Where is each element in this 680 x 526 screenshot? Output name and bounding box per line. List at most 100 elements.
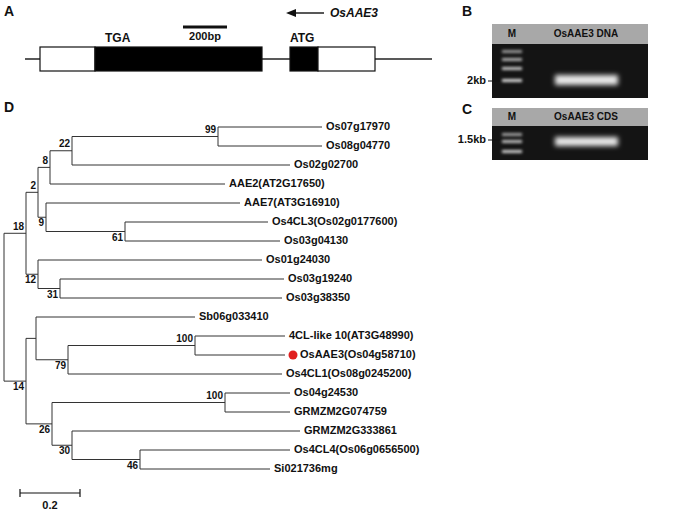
bootstrap-value: 2 xyxy=(30,181,36,192)
bootstrap-value: 22 xyxy=(59,139,70,150)
highlight-dot xyxy=(289,351,298,360)
lane-label: M xyxy=(508,112,516,123)
tree-branch xyxy=(72,165,290,166)
tree-branch xyxy=(60,298,282,299)
leaf-label: Os04g24530 xyxy=(294,387,358,399)
codon-label: ATG xyxy=(290,32,314,45)
utr-box xyxy=(40,47,95,71)
tree-branch xyxy=(26,338,36,339)
bootstrap-value: 26 xyxy=(39,425,50,436)
tree-branch xyxy=(46,203,240,204)
bootstrap-value: 18 xyxy=(13,222,24,233)
tree-branch xyxy=(38,167,50,168)
size-marker: 2kb xyxy=(467,75,486,87)
direction-arrow xyxy=(294,12,324,13)
tree-branch xyxy=(140,469,270,470)
leaf-label: GRMZM2G333861 xyxy=(304,425,397,437)
leaf-label: OsAAE3(Os04g58710) xyxy=(300,349,416,361)
lane-label: OsAAE3 DNA xyxy=(554,29,618,40)
tree-branch xyxy=(50,184,225,185)
utr-box xyxy=(318,47,375,71)
tree-branch xyxy=(50,150,72,151)
leaf-label: Os4CL1(Os08g0245200) xyxy=(286,368,411,380)
panel-letter: A xyxy=(4,4,14,19)
bootstrap-value: 100 xyxy=(176,334,193,345)
codon-label: TGA xyxy=(105,32,130,45)
tree-branch xyxy=(4,233,5,381)
tree-branch xyxy=(60,279,284,280)
bootstrap-value: 14 xyxy=(13,382,24,393)
tree-branch xyxy=(38,260,262,261)
leaf-label: Os03g38350 xyxy=(286,292,350,304)
tree-branch xyxy=(26,192,38,193)
bootstrap-value: 99 xyxy=(205,125,216,136)
leaf-label: Os02g02700 xyxy=(294,159,358,171)
size-tick xyxy=(488,81,500,82)
ladder-bands xyxy=(502,133,522,153)
bootstrap-value: 31 xyxy=(47,290,58,301)
tree-branch xyxy=(68,374,282,375)
leaf-label: AAE7(AT3G16910) xyxy=(244,197,340,209)
bootstrap-value: 61 xyxy=(112,233,123,244)
tree-branch xyxy=(4,233,26,234)
leaf-label: 4CL-like 10(AT3G48990) xyxy=(289,330,414,342)
tree-branch xyxy=(218,127,322,128)
tree-branch xyxy=(140,450,290,451)
tree-scale-tick xyxy=(79,489,80,497)
gel-image xyxy=(492,108,648,160)
lane-label: OsAAE3 CDS xyxy=(554,112,618,123)
exon-box xyxy=(95,47,262,71)
leaf-label: Sb06g033410 xyxy=(199,311,269,323)
bootstrap-value: 46 xyxy=(127,461,138,472)
bootstrap-value: 30 xyxy=(59,446,70,457)
bootstrap-value: 79 xyxy=(55,361,66,372)
lane-label: M xyxy=(508,29,516,40)
scale-bar xyxy=(183,26,227,29)
tree-branch xyxy=(52,402,225,403)
leaf-label: AAE2(AT2G17650) xyxy=(229,178,325,190)
exon-box xyxy=(290,47,318,71)
arrow-head xyxy=(286,9,296,17)
leaf-label: Os4CL3(Os02g0177600) xyxy=(272,216,397,228)
leaf-label: Si021736mg xyxy=(274,463,338,475)
bootstrap-value: 8 xyxy=(42,156,48,167)
bootstrap-value: 12 xyxy=(25,275,36,286)
tree-branch xyxy=(72,136,218,137)
tree-branch xyxy=(125,222,268,223)
scale-value: 0.2 xyxy=(42,500,57,512)
tree-branch xyxy=(195,336,285,337)
bootstrap-value: 100 xyxy=(206,391,223,402)
gel-lane-header xyxy=(492,108,648,126)
ladder-bands xyxy=(502,50,522,82)
scale-label: 200bp xyxy=(189,31,221,43)
leaf-label: Os03g04130 xyxy=(284,235,348,247)
tree-branch xyxy=(125,241,280,242)
bootstrap-value: 9 xyxy=(38,218,44,229)
panel-letter: C xyxy=(462,102,472,117)
gene-name: OsAAE3 xyxy=(330,7,378,20)
leaf-label: Os08g04770 xyxy=(326,140,390,152)
panel-letter: D xyxy=(4,100,14,115)
tree-branch xyxy=(225,393,290,394)
tree-scale-tick xyxy=(19,489,20,497)
tree-scale-bar xyxy=(20,492,80,493)
leaf-label: Os4CL4(Os06g0656500) xyxy=(294,444,419,456)
leaf-label: Os01g24030 xyxy=(266,254,330,266)
tree-branch xyxy=(225,412,290,413)
leaf-label: Os03g19240 xyxy=(288,273,352,285)
gel-lane-header xyxy=(492,24,648,44)
leaf-label: GRMZM2G074759 xyxy=(294,406,387,418)
tree-branch xyxy=(218,146,322,147)
cds-band xyxy=(555,137,618,146)
dna-band xyxy=(555,75,618,85)
size-tick xyxy=(488,140,500,141)
size-marker: 1.5kb xyxy=(458,134,486,146)
tree-branch xyxy=(72,431,300,432)
leaf-label: Os07g17970 xyxy=(326,121,390,133)
tree-branch xyxy=(68,345,195,346)
gel-image xyxy=(492,24,648,98)
panel-letter: B xyxy=(462,4,472,19)
tree-branch xyxy=(195,355,285,356)
tree-branch xyxy=(36,317,195,318)
